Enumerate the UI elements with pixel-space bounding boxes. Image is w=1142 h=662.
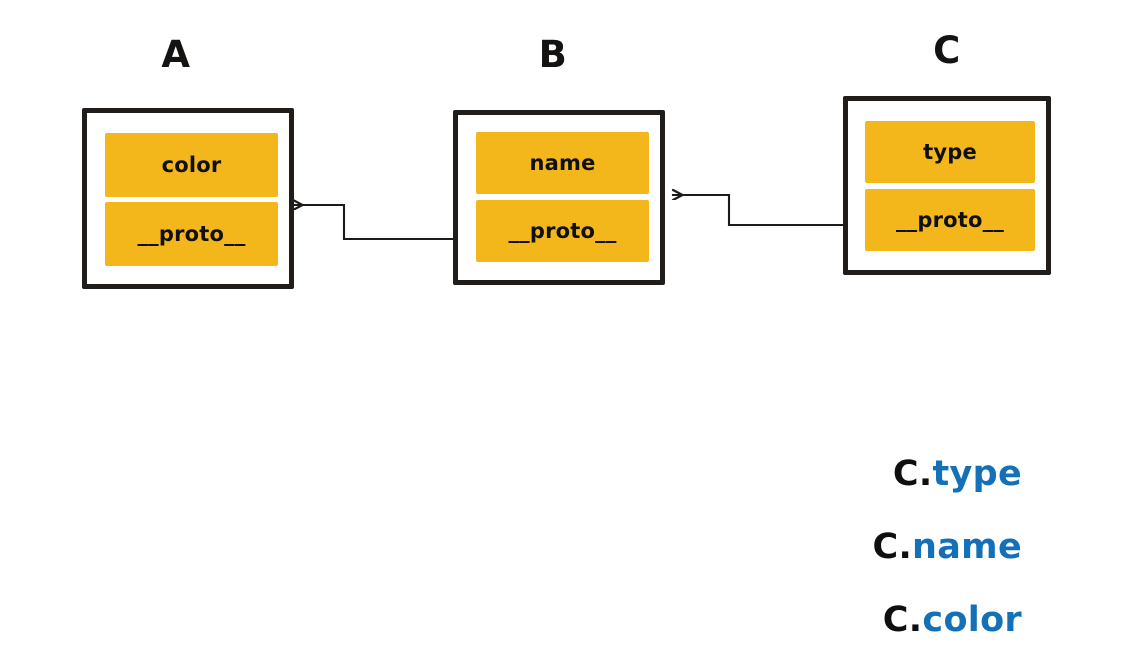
slot-c-proto-label: __proto__ (895, 207, 1005, 232)
link-c-proto-to-b (673, 195, 864, 227)
object-label-a: A (161, 33, 191, 76)
object-box-b[interactable]: name __proto__ (453, 110, 665, 285)
slot-b-name-label: name (529, 150, 596, 175)
expression-c-name-property: name (912, 527, 1022, 567)
expression-c-type: C.type (700, 438, 1022, 511)
slot-c-type-label: type (923, 139, 977, 164)
expression-c-type-object: C. (892, 454, 933, 494)
object-box-a[interactable]: color __proto__ (82, 108, 294, 289)
expression-c-color: C.color (700, 584, 1022, 657)
object-box-c[interactable]: type __proto__ (843, 96, 1051, 275)
slot-a-color-label: color (161, 152, 222, 177)
slot-c-type[interactable]: type (865, 121, 1035, 183)
object-label-c: C (933, 29, 961, 72)
object-label-b: B (538, 33, 568, 76)
expression-c-type-property: type (932, 454, 1022, 494)
slot-b-name[interactable]: name (476, 132, 649, 194)
expression-c-color-property: color (922, 600, 1022, 640)
slot-b-proto[interactable]: __proto__ (476, 200, 649, 262)
expression-c-name-object: C. (872, 527, 913, 567)
link-b-proto-to-a (293, 205, 473, 241)
slot-c-proto[interactable]: __proto__ (865, 189, 1035, 251)
slot-a-proto[interactable]: __proto__ (105, 202, 278, 266)
slot-a-proto-label: __proto__ (137, 221, 246, 246)
slot-b-proto-label: __proto__ (508, 218, 617, 243)
expression-list: C.type C.name C.color (700, 438, 1022, 657)
expression-c-color-object: C. (882, 600, 923, 640)
slot-a-color[interactable]: color (105, 133, 278, 197)
expression-c-name: C.name (700, 511, 1022, 584)
